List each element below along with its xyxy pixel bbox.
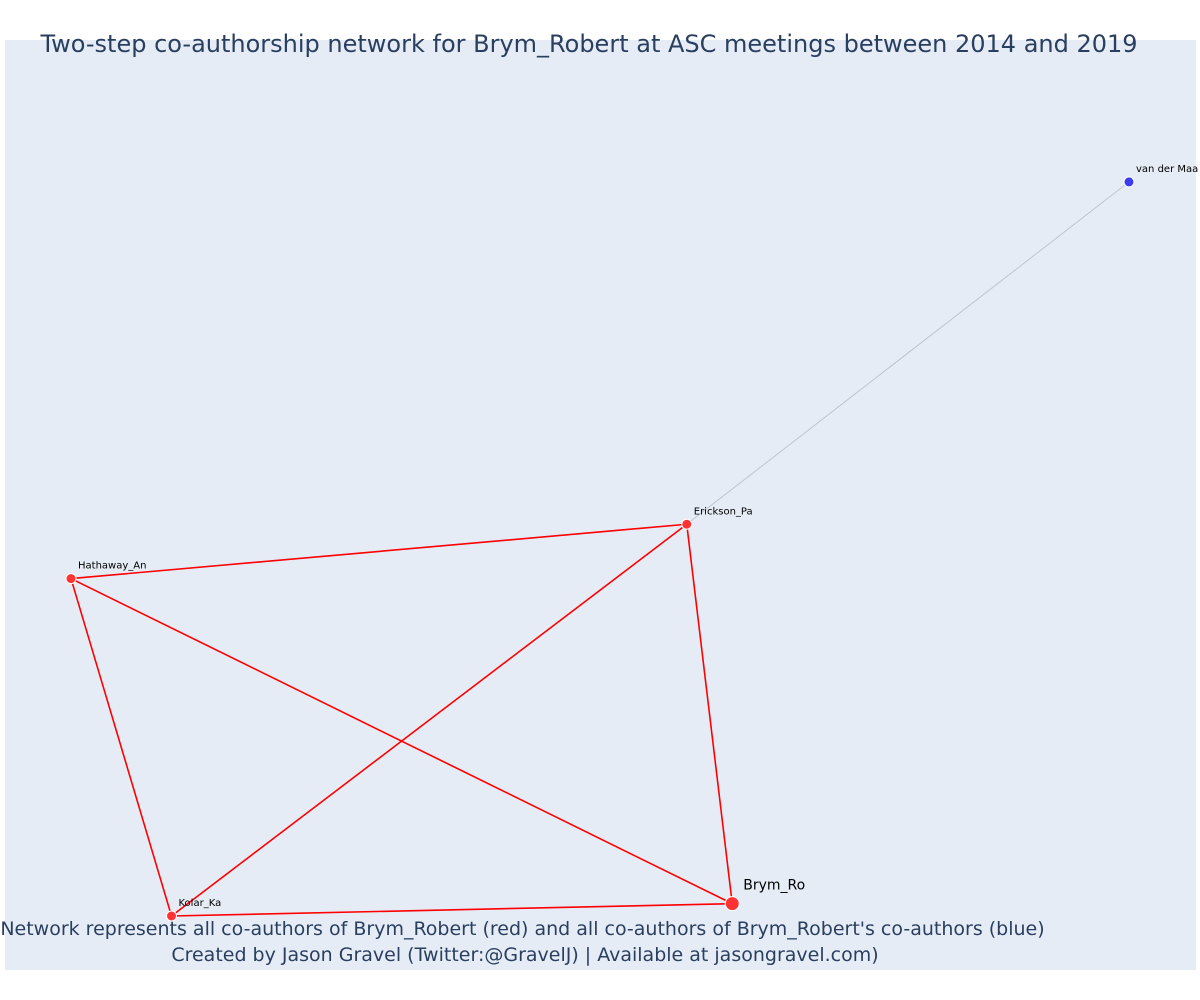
node-Brym_Ro[interactable] <box>724 896 740 912</box>
node-label-van_der_Maa: van der Maa <box>1136 164 1198 175</box>
edge-Erickson_Pa-Kolar_Ka <box>171 523 688 917</box>
footer-caption-line-1: Network represents all co-authors of Bry… <box>0 918 1045 940</box>
node-van_der_Maa[interactable] <box>1123 176 1135 188</box>
edge-Kolar_Ka-Brym_Ro <box>171 902 733 917</box>
node-Erickson_Pa[interactable] <box>681 518 693 530</box>
plot-area <box>5 40 1196 970</box>
node-Hathaway_An[interactable] <box>65 573 77 585</box>
nodes-layer <box>65 176 1135 922</box>
chart-title: Two-step co-authorship network for Brym_… <box>40 30 1138 58</box>
edge-Erickson_Pa-Brym_Ro <box>685 524 734 904</box>
edge-Hathaway_An-Kolar_Ka <box>70 578 173 917</box>
footer-caption-line-2: Created by Jason Gravel (Twitter:@Gravel… <box>171 944 879 966</box>
node-label-Kolar_Ka: Kolar_Ka <box>179 898 222 909</box>
node-label-Brym_Ro: Brym_Ro <box>743 878 805 894</box>
node-Kolar_Ka[interactable] <box>166 910 178 922</box>
edge-Hathaway_An-Erickson_Pa <box>70 523 687 580</box>
node-label-Hathaway_An: Hathaway_An <box>78 561 146 572</box>
node-label-Erickson_Pa: Erickson_Pa <box>694 506 753 517</box>
edge-Erickson_Pa-van_der_Maa <box>686 181 1130 525</box>
edges-layer <box>70 181 1130 917</box>
